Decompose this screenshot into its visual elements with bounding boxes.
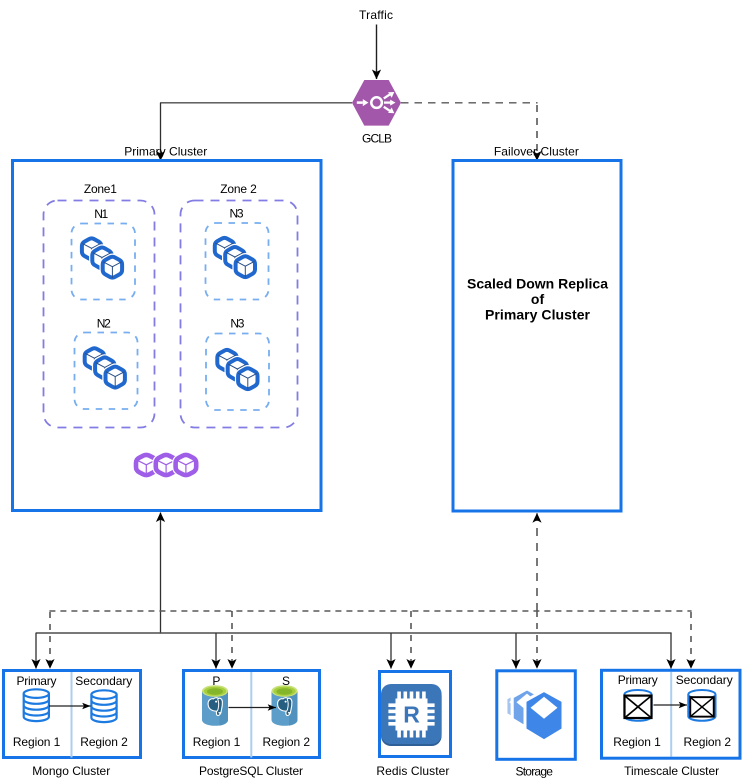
svg-text:Secondary: Secondary: [676, 673, 733, 687]
svg-text:Region 1: Region 1: [13, 735, 61, 749]
svg-text:Region 1: Region 1: [193, 735, 241, 749]
svg-text:Storage: Storage: [515, 765, 553, 779]
svg-text:Traffic: Traffic: [359, 8, 393, 22]
svg-text:Primary: Primary: [618, 673, 658, 687]
svg-text:Primary: Primary: [17, 674, 57, 688]
svg-text:P: P: [212, 674, 220, 688]
svg-text:N1: N1: [94, 207, 108, 221]
svg-text:N3: N3: [230, 207, 244, 221]
svg-text:Failover Cluster: Failover Cluster: [494, 144, 579, 158]
svg-text:Mongo Cluster: Mongo Cluster: [32, 764, 110, 778]
svg-text:Region 2: Region 2: [80, 735, 128, 749]
svg-text:Primary Cluster: Primary Cluster: [124, 144, 207, 158]
svg-text:GCLB: GCLB: [362, 131, 392, 145]
svg-text:R: R: [403, 702, 420, 728]
svg-text:Region 2: Region 2: [684, 735, 732, 749]
svg-text:N3: N3: [230, 317, 244, 331]
svg-text:Primary Cluster: Primary Cluster: [485, 307, 591, 323]
svg-text:Region 2: Region 2: [263, 735, 311, 749]
svg-text:PostgreSQL Cluster: PostgreSQL Cluster: [199, 764, 303, 778]
svg-text:Timescale Cluster: Timescale Cluster: [624, 764, 719, 778]
svg-text:Redis Cluster: Redis Cluster: [376, 764, 449, 778]
svg-text:of: of: [531, 291, 545, 307]
svg-text:Zone 2: Zone 2: [220, 182, 257, 196]
svg-text:Region 1: Region 1: [613, 735, 661, 749]
svg-text:Scaled Down Replica: Scaled Down Replica: [467, 276, 608, 292]
svg-text:S: S: [282, 674, 290, 688]
svg-text:Zone1: Zone1: [84, 182, 117, 196]
svg-text:Secondary: Secondary: [75, 674, 132, 688]
svg-text:N2: N2: [97, 317, 111, 331]
